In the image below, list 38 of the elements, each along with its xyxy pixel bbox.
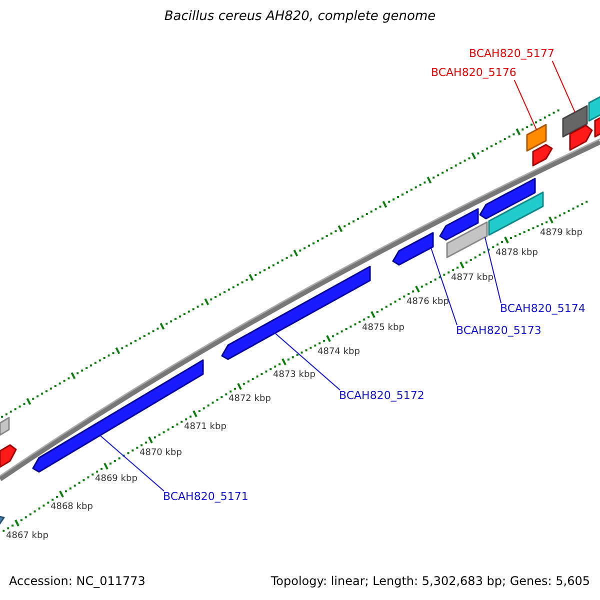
gene-label: BCAH820_5174 [500, 302, 586, 316]
gene-label: BCAH820_5173 [456, 324, 542, 338]
gene-label: BCAH820_5176 [431, 66, 516, 80]
gene-label: BCAH820_5172 [339, 389, 424, 403]
gene-label: BCAH820_5171 [163, 490, 248, 504]
gene-block [562, 105, 588, 138]
scale-label: 4872 kbp [228, 394, 271, 406]
scale-label: 4867 kbp [6, 531, 48, 542]
gene-label: BCAH820_5177 [469, 47, 554, 61]
gene-block [439, 208, 479, 241]
scale-label: 4869 kbp [95, 474, 138, 486]
genome-summary: Topology: linear; Length: 5,302,683 bp; Genes: 5,605 [270, 574, 590, 589]
scale-label: 4868 kbp [50, 502, 93, 514]
scale-label: 4873 kbp [273, 370, 316, 381]
leader-line [100, 434, 164, 492]
leader-line [514, 80, 537, 130]
accession-text: Accession: NC_011773 [9, 574, 146, 589]
gene-block [392, 232, 434, 266]
scale-label: 4874 kbp [318, 346, 360, 358]
gene-block [0, 444, 17, 468]
title: Bacillus cereus AH820, complete genome [163, 9, 437, 24]
scale-label: 4878 kbp [496, 248, 538, 259]
scale-label: 4871 kbp [184, 422, 226, 433]
gene-block [479, 178, 536, 220]
gene-block [446, 221, 488, 258]
leader-line [274, 332, 340, 390]
gene-block [0, 416, 10, 436]
gene-block [526, 124, 547, 152]
leader-line [430, 247, 458, 326]
scale-label: 4875 kbp [362, 322, 404, 334]
gene-block [32, 359, 204, 473]
scale-label: 4870 kbp [140, 448, 182, 459]
scale-label: 4877 kbp [451, 273, 494, 284]
leader-line [484, 236, 502, 304]
scale-label: 4879 kbp [540, 228, 582, 239]
leader-line [552, 60, 576, 113]
gene-block [532, 144, 553, 166]
scale-label: 4876 kbp [406, 297, 449, 308]
